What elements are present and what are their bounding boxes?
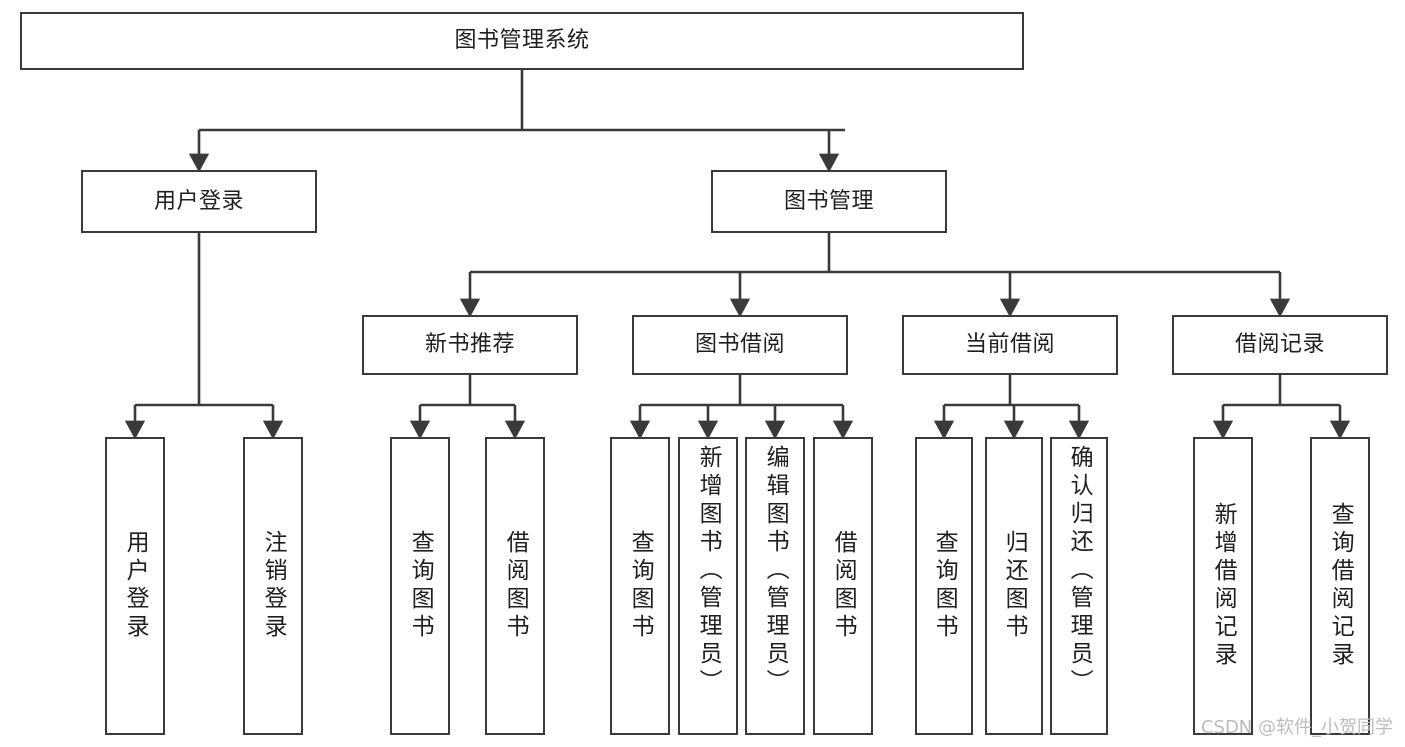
leaf-borrow-add-book[interactable]: 新增图书（管理员） xyxy=(678,437,738,735)
node-borrow-record[interactable]: 借阅记录 xyxy=(1172,315,1388,375)
node-book-manage[interactable]: 图书管理 xyxy=(711,170,947,233)
leaf-cur-return-book[interactable]: 归还图书 xyxy=(985,437,1043,735)
node-root[interactable]: 图书管理系统 xyxy=(20,12,1024,70)
node-current-borrow-label: 当前借阅 xyxy=(964,332,1055,358)
leaf-rec-query-book[interactable]: 查询图书 xyxy=(390,437,450,735)
node-new-book-rec-label: 新书推荐 xyxy=(424,332,515,358)
node-book-manage-label: 图书管理 xyxy=(783,188,874,214)
node-root-label: 图书管理系统 xyxy=(454,28,590,54)
leaf-cur-confirm-return[interactable]: 确认归还（管理员） xyxy=(1050,437,1108,735)
leaf-cur-query-book-label: 查询图书 xyxy=(931,530,958,642)
leaf-cur-confirm-return-label: 确认归还（管理员） xyxy=(1066,445,1093,697)
leaf-rec-query-book-label: 查询图书 xyxy=(407,530,434,642)
leaf-borrow-borrow-book-label: 借阅图书 xyxy=(830,530,857,642)
watermark: CSDN @软件_小贺同学 xyxy=(1200,717,1393,738)
leaf-user-logout-label: 注销登录 xyxy=(260,530,287,642)
leaf-user-login-label: 用户登录 xyxy=(122,530,149,642)
leaf-cur-return-book-label: 归还图书 xyxy=(1001,530,1028,642)
leaf-borrow-edit-book-label: 编辑图书（管理员） xyxy=(762,445,789,697)
leaf-borrow-query-book-label: 查询图书 xyxy=(627,530,654,642)
node-borrow-record-label: 借阅记录 xyxy=(1234,332,1325,358)
leaf-borrow-edit-book[interactable]: 编辑图书（管理员） xyxy=(745,437,805,735)
node-book-borrow[interactable]: 图书借阅 xyxy=(632,315,848,375)
leaf-cur-query-book[interactable]: 查询图书 xyxy=(915,437,973,735)
leaf-borrow-borrow-book[interactable]: 借阅图书 xyxy=(813,437,873,735)
node-book-borrow-label: 图书借阅 xyxy=(694,332,785,358)
node-new-book-rec[interactable]: 新书推荐 xyxy=(362,315,578,375)
node-current-borrow[interactable]: 当前借阅 xyxy=(902,315,1118,375)
leaf-rec-add-record-label: 新增借阅记录 xyxy=(1210,502,1237,670)
leaf-user-login[interactable]: 用户登录 xyxy=(105,437,165,735)
leaf-user-logout[interactable]: 注销登录 xyxy=(243,437,303,735)
node-user-login-label: 用户登录 xyxy=(153,188,244,214)
leaf-rec-add-record[interactable]: 新增借阅记录 xyxy=(1193,437,1253,735)
leaf-rec-borrow-book[interactable]: 借阅图书 xyxy=(485,437,545,735)
leaf-rec-query-record-label: 查询借阅记录 xyxy=(1327,502,1354,670)
leaf-borrow-query-book[interactable]: 查询图书 xyxy=(610,437,670,735)
leaf-rec-query-record[interactable]: 查询借阅记录 xyxy=(1310,437,1370,735)
leaf-rec-borrow-book-label: 借阅图书 xyxy=(502,530,529,642)
leaf-borrow-add-book-label: 新增图书（管理员） xyxy=(695,445,722,697)
node-user-login[interactable]: 用户登录 xyxy=(81,170,317,233)
